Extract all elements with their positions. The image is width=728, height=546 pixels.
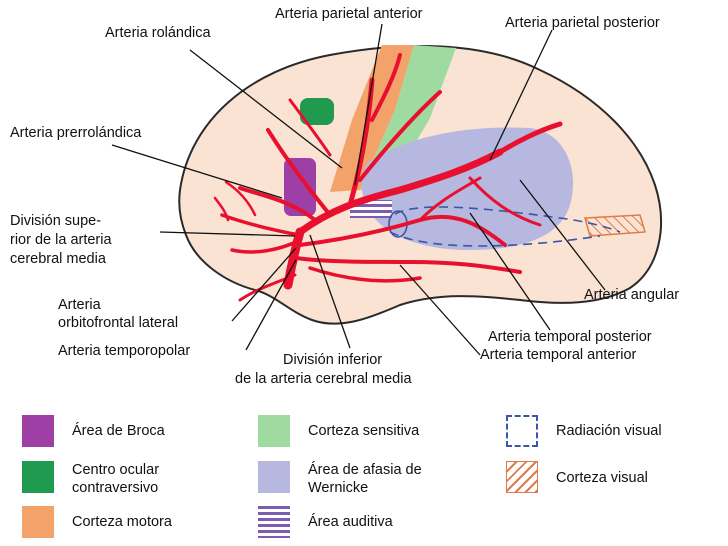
swatch-area-auditiva: [258, 506, 290, 538]
legend-radiacion-label: Radiación visual: [556, 423, 662, 439]
middle-cerebral-artery: [213, 53, 563, 302]
label-arteria-rolandica: Arteria rolándica: [105, 25, 211, 41]
label-arteria-parietal-anterior: Arteria parietal anterior: [275, 6, 423, 22]
label-orbitofrontal-1: Arteria: [58, 297, 101, 313]
swatch-corteza-visual: [506, 461, 538, 493]
swatch-radiacion-visual: [506, 415, 538, 447]
swatch-wernicke: [258, 461, 290, 493]
swatch-corteza-sensitiva: [258, 415, 290, 447]
swatch-centro-ocular: [22, 461, 54, 493]
label-arteria-prerrolandica: Arteria prerrolándica: [10, 125, 142, 141]
legend-ocular-label-1: Centro ocular: [72, 462, 160, 478]
label-arteria-temporopolar: Arteria temporopolar: [58, 343, 191, 359]
label-arteria-angular: Arteria angular: [584, 287, 680, 303]
label-division-inferior-2: de la arteria cerebral media: [235, 371, 412, 387]
label-orbitofrontal-2: orbitofrontal lateral: [58, 315, 179, 331]
legend-broca-label: Área de Broca: [72, 423, 165, 439]
label-arteria-temporal-anterior: Arteria temporal anterior: [480, 347, 637, 363]
centro-ocular-region: [300, 98, 334, 125]
leader-lines: [111, 23, 606, 356]
legend-wernicke-label-2: Wernicke: [308, 480, 369, 496]
legend-sensitiva-label: Corteza sensitiva: [308, 423, 420, 439]
wernicke-region: [361, 127, 574, 250]
broca-region: [284, 158, 316, 216]
label-division-inferior-1: División inferior: [283, 352, 383, 368]
swatch-corteza-motora: [22, 506, 54, 538]
label-division-superior-3: cerebral media: [10, 251, 106, 267]
label-arteria-parietal-posterior: Arteria parietal posterior: [505, 15, 660, 31]
legend-motora-label: Corteza motora: [72, 514, 172, 530]
label-division-superior-2: rior de la arteria: [10, 232, 112, 248]
legend-auditiva-label: Área auditiva: [308, 514, 393, 530]
radiacion-visual-path: [389, 206, 621, 247]
label-arteria-temporal-posterior: Arteria temporal posterior: [488, 329, 652, 345]
legend-visual-label: Corteza visual: [556, 470, 648, 486]
label-division-superior-1: División supe-: [10, 213, 102, 229]
corteza-visual-region: [584, 214, 646, 237]
swatch-broca: [22, 415, 54, 447]
legend-wernicke-label-1: Área de afasia de: [308, 462, 422, 478]
legend-ocular-label-2: contraversivo: [72, 480, 159, 496]
